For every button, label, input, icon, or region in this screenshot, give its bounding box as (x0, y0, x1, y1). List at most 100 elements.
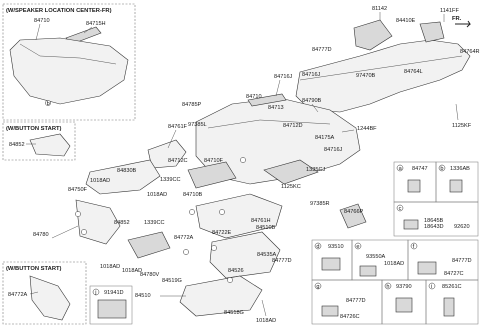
cowl-cross-bar-group: 81142 84410E 1141FF 84777D 84764R 84764L… (295, 6, 480, 129)
switch-part (359, 265, 377, 277)
callout-g (189, 209, 195, 215)
legend-part-number: 93510 (328, 244, 344, 250)
svg-text:f: f (413, 244, 415, 250)
part-number: 84785P (182, 102, 202, 108)
part-number: 84712C (168, 158, 188, 164)
inset-frame (2, 121, 76, 161)
button-start-panel-part (29, 133, 71, 157)
part-number: 84710 (34, 18, 50, 24)
part-number: 1018AD (256, 318, 276, 324)
callout-e (183, 249, 189, 255)
part-number: 84713 (268, 105, 284, 111)
part-number: 1018AD (122, 268, 142, 274)
part-number: 1335CJ (306, 167, 325, 173)
inset-frame (2, 261, 87, 325)
lower-panel-inset-part (29, 275, 71, 321)
part-number: 84526 (228, 268, 244, 274)
legend-box-i (425, 279, 479, 325)
inset-caption: (W/BUTTON START) (6, 126, 62, 132)
part-number: 1244BF (357, 126, 377, 132)
defrost-grille-part (247, 93, 287, 107)
direction-indicator: FR. (452, 16, 471, 28)
part-number: 81142 (372, 6, 387, 12)
clip-part (407, 179, 421, 193)
center-lower-group: 84761H 84510B 1339CC 84722E 84535A 84777… (100, 193, 292, 324)
callout-c (240, 157, 246, 163)
part-number: 84772A (174, 235, 194, 241)
part-number: 84764L (404, 69, 423, 75)
legend-part-number: 85261C (442, 284, 462, 290)
part-number: 84772A (8, 292, 28, 298)
part-number: 97385R (310, 201, 330, 207)
part-number: 84716J (302, 72, 321, 78)
callout-f (211, 245, 217, 251)
part-number: 84519G (162, 278, 182, 284)
legend-part-number: 18643D (424, 224, 444, 230)
connector-part (443, 297, 455, 317)
callout-j (81, 229, 87, 235)
part-number: 84510 (135, 293, 151, 299)
part-number: 84852 (114, 220, 130, 226)
direction-label: FR. (452, 16, 462, 22)
part-number: 1339CC (144, 220, 165, 226)
part-number: 84761H (251, 218, 271, 224)
legend-part-number: 1018AD (384, 261, 404, 267)
part-number: 84518G (224, 310, 244, 316)
legend-part-number: 84727C (444, 271, 464, 277)
inset-button-start-top: (W/BUTTON START) 84852 (2, 121, 76, 161)
part-number: 1018AD (90, 178, 110, 184)
part-number: 84777D (312, 47, 332, 53)
part-number: 84710F (204, 158, 224, 164)
legend-part-number: 91941D (104, 290, 124, 296)
svg-text:a: a (399, 166, 403, 172)
wiring-part (97, 299, 127, 319)
part-number: 1018AD (100, 264, 120, 270)
inset-caption: (W/SPEAKER LOCATION CENTER-FR) (6, 8, 112, 14)
part-number: 1125KF (452, 123, 472, 129)
arrow-icon (455, 20, 471, 28)
callout-b (45, 100, 51, 106)
part-number: 84712D (283, 123, 303, 129)
legend-part-number: 84747 (412, 166, 428, 172)
part-number: 84830B (117, 168, 137, 174)
lower-side-panel-part (75, 199, 121, 245)
cluster-fascia-part (85, 159, 161, 195)
clip-part (449, 179, 463, 193)
part-number: 84510B (256, 225, 276, 231)
lower-crash-pad-part (209, 231, 281, 279)
part-number: 84780 (33, 232, 49, 238)
legend-box-j (89, 285, 133, 325)
part-number: 84175A (315, 135, 335, 141)
callout-markers (75, 157, 246, 283)
glove-box-part (179, 275, 263, 317)
part-number: 84710 (246, 94, 262, 100)
switch-part (395, 297, 413, 313)
svg-text:j: j (94, 290, 96, 296)
legend-part-number: 93550A (366, 254, 386, 260)
legend-part-number: 93790 (396, 284, 412, 290)
legend-boxes: a 84747 b 1336AB c 18645B 18643D 92620 d… (89, 161, 479, 325)
inset-speaker-center: (W/SPEAKER LOCATION CENTER-FR) 84710 847… (2, 3, 136, 121)
legend-part-number: 84777D (346, 298, 366, 304)
part-number: 84750F (68, 187, 88, 193)
part-number: 84766P (344, 209, 364, 215)
part-number: 84535A (257, 252, 277, 258)
switch-part (321, 305, 339, 317)
part-number: 84780V (140, 272, 160, 278)
svg-text:c: c (399, 206, 402, 212)
part-number: 84790B (302, 98, 322, 104)
svg-text:i: i (431, 284, 432, 290)
part-number: 84764R (460, 49, 480, 55)
cluster-hood-part (187, 161, 237, 189)
part-number: 97470B (356, 73, 376, 79)
inset-caption: (W/BUTTON START) (6, 266, 62, 272)
part-number: 84716J (274, 74, 293, 80)
svg-text:b: b (47, 101, 50, 107)
part-number: 1339CC (160, 177, 181, 183)
switch-part (321, 257, 341, 271)
part-number: 84852 (9, 142, 25, 148)
legend-box-c (393, 201, 479, 237)
svg-text:b: b (440, 166, 443, 172)
callout-i (75, 211, 81, 217)
